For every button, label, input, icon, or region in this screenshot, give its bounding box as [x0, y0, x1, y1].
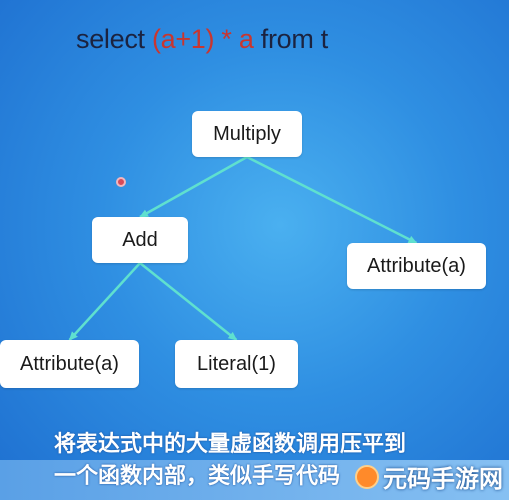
node-attribute-left: Attribute(a)	[0, 340, 139, 388]
title-expression: (a+1) * a	[151, 24, 254, 54]
node-add: Add	[92, 217, 188, 263]
node-add-label: Add	[122, 228, 158, 251]
caption-line-1: 将表达式中的大量虚函数调用压平到	[54, 431, 407, 456]
watermark-logo-icon	[355, 464, 379, 489]
caption-line-2: 一个函数内部，类似手写代码	[54, 463, 341, 488]
slide-title: select (a+1) * a from t	[76, 24, 328, 55]
node-attribute-left-label: Attribute(a)	[20, 352, 119, 375]
bottom-band	[0, 460, 509, 500]
edge-multiply-to-add	[139, 155, 248, 219]
edge-multiply-to-attr-right	[246, 155, 418, 245]
pointer-dot	[116, 177, 126, 187]
title-prefix: select	[76, 24, 152, 54]
node-multiply-label: Multiply	[213, 122, 281, 145]
node-attribute-right: Attribute(a)	[347, 243, 486, 289]
watermark-text: 元码手游网	[383, 466, 503, 493]
title-suffix: from t	[253, 24, 329, 54]
node-literal: Literal(1)	[175, 340, 298, 388]
edge-add-to-attr-left	[68, 262, 141, 341]
watermark: 元码手游网	[355, 459, 503, 494]
edge-add-to-literal	[139, 262, 238, 341]
caption: 将表达式中的大量虚函数调用压平到 一个函数内部，类似手写代码	[54, 428, 406, 492]
node-multiply: Multiply	[192, 111, 302, 157]
node-attribute-right-label: Attribute(a)	[367, 254, 466, 277]
node-literal-label: Literal(1)	[197, 352, 276, 375]
